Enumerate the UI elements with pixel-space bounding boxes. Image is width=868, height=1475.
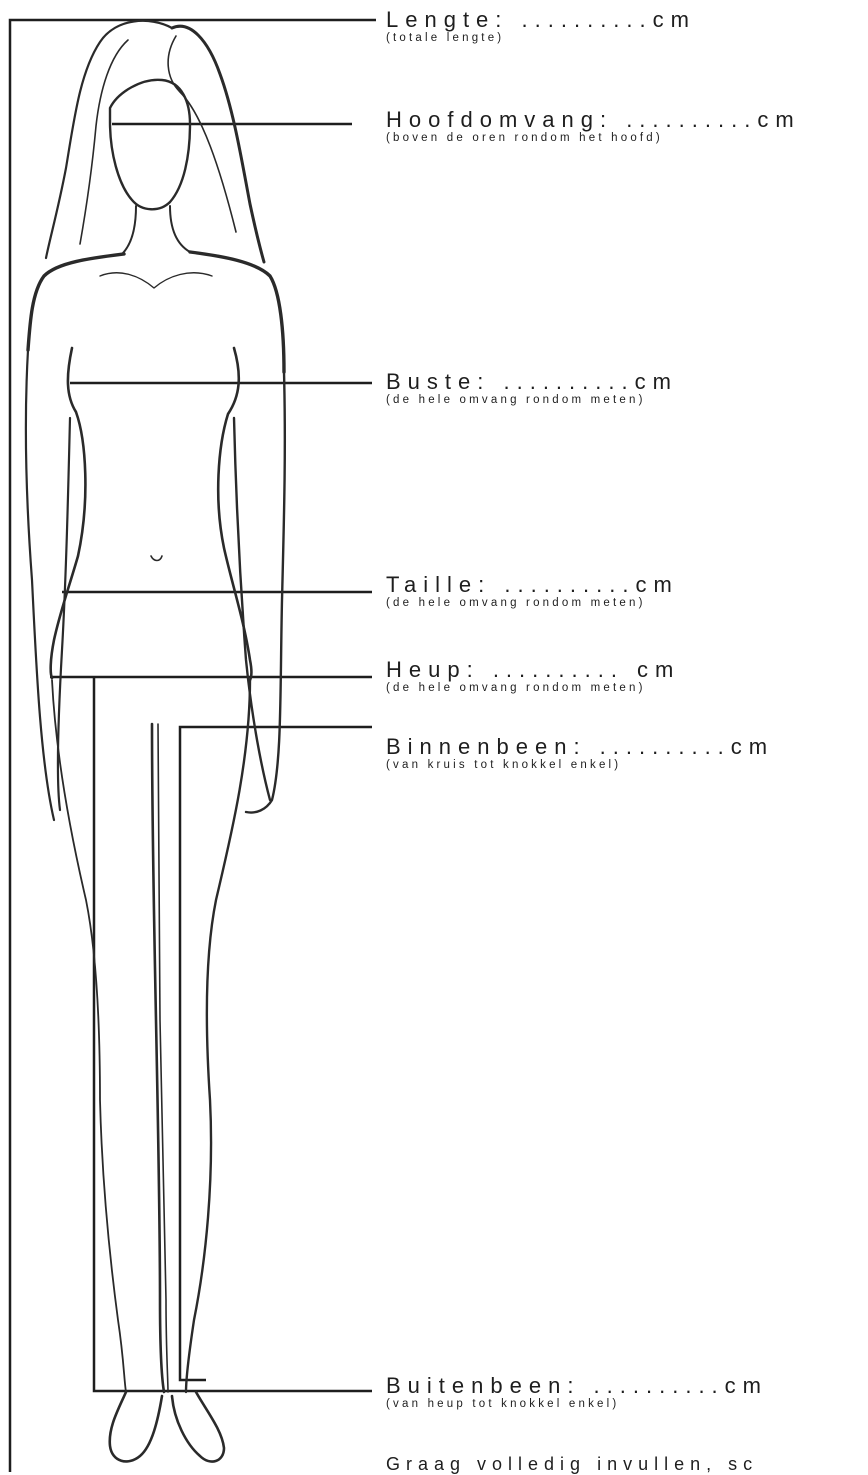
buste-subtitle: (de hele omvang rondom meten) xyxy=(386,394,678,407)
hoofdomvang-title: Hoofdomvang: ..........cm xyxy=(386,108,801,132)
hair-right-inner xyxy=(168,36,236,232)
collarbone xyxy=(100,273,212,288)
lengte-label: Lengte: ..........cm (totale lengte) xyxy=(386,8,696,45)
heup-title: Heup: .......... cm xyxy=(386,658,680,682)
shoulder-left xyxy=(28,254,124,350)
binnenbeen-title: Binnenbeen: ..........cm xyxy=(386,735,774,759)
buitenbeen-line xyxy=(94,677,372,1391)
figure-sketch xyxy=(26,21,285,1462)
torso-right xyxy=(218,348,251,680)
leg-left-outer xyxy=(52,680,126,1392)
binnenbeen-line xyxy=(180,727,372,1380)
face-outline xyxy=(110,80,190,209)
foot-right xyxy=(172,1392,224,1462)
lengte-subtitle: (totale lengte) xyxy=(386,32,696,45)
shoulder-right xyxy=(190,252,284,372)
neck-left xyxy=(122,206,136,254)
arm-left xyxy=(26,350,54,820)
neck-right xyxy=(170,206,190,252)
leg-right-outer xyxy=(186,680,250,1392)
hoofdomvang-label: Hoofdomvang: ..........cm (boven de oren… xyxy=(386,108,801,145)
lengte-title: Lengte: ..........cm xyxy=(386,8,696,32)
buste-label: Buste: ..........cm (de hele omvang rond… xyxy=(386,370,678,407)
binnenbeen-subtitle: (van kruis tot knokkel enkel) xyxy=(386,759,774,772)
foot-left xyxy=(110,1392,162,1461)
lengte-line xyxy=(10,20,376,1472)
hoofdomvang-subtitle: (boven de oren rondom het hoofd) xyxy=(386,132,801,145)
heup-subtitle: (de hele omvang rondom meten) xyxy=(386,682,680,695)
measurement-lines xyxy=(10,20,376,1472)
hair-right xyxy=(172,26,264,262)
hair-left xyxy=(46,21,172,258)
taille-subtitle: (de hele omvang rondom meten) xyxy=(386,597,679,610)
taille-label: Taille: ..........cm (de hele omvang ron… xyxy=(386,573,679,610)
buitenbeen-label: Buitenbeen: ..........cm (van heup tot k… xyxy=(386,1374,768,1411)
buitenbeen-title: Buitenbeen: ..........cm xyxy=(386,1374,768,1398)
buitenbeen-subtitle: (van heup tot knokkel enkel) xyxy=(386,1398,768,1411)
heup-label: Heup: .......... cm (de hele omvang rond… xyxy=(386,658,680,695)
taille-title: Taille: ..........cm xyxy=(386,573,679,597)
navel xyxy=(151,556,162,561)
binnenbeen-label: Binnenbeen: ..........cm (van kruis tot … xyxy=(386,735,774,772)
buste-title: Buste: ..........cm xyxy=(386,370,678,394)
